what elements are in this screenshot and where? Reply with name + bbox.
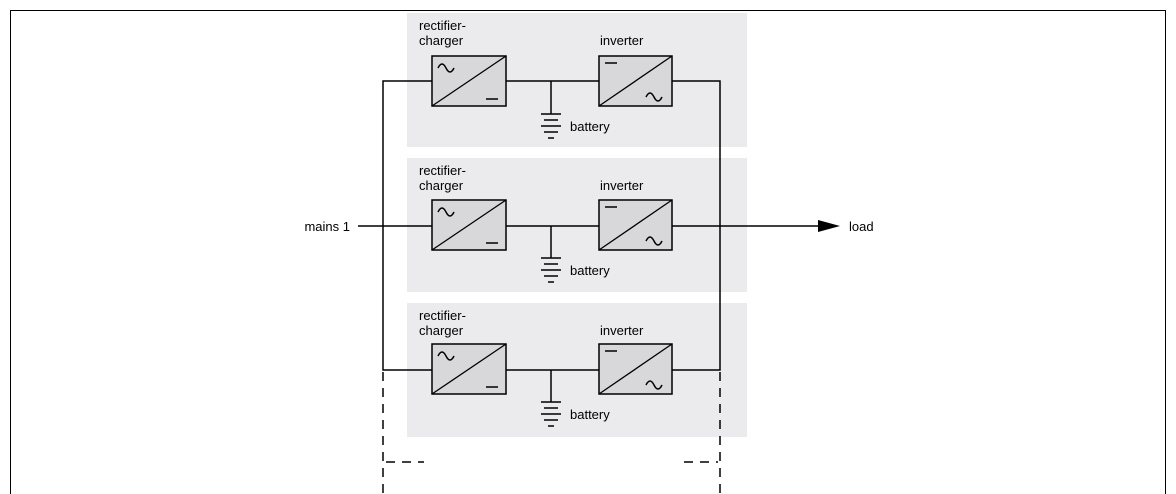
module-1-rectifier-label-line2: charger (419, 33, 464, 48)
module-2: rectifier- charger inverter battery (419, 163, 673, 283)
input-label: mains 1 (304, 219, 350, 234)
module-2-rectifier-charger-block (431, 199, 507, 251)
module-2-inverter-label: inverter (600, 178, 644, 193)
input-bus (358, 80, 432, 494)
module-3: rectifier- charger inverter battery (419, 308, 673, 427)
diagram-frame (10, 10, 1166, 494)
module-3-battery-icon (541, 370, 561, 427)
module-1-battery-label: battery (570, 119, 610, 134)
ac-sine-icon (645, 380, 663, 390)
module-2-rectifier-label-line2: charger (419, 178, 464, 193)
module-1-inverter-block (598, 55, 673, 107)
module-2-battery-icon (541, 226, 561, 283)
module-1-battery-icon (541, 81, 561, 139)
ac-sine-icon (437, 351, 455, 361)
module-2-inverter-block (598, 199, 673, 251)
module-1-rectifier-label-line1: rectifier- (419, 18, 466, 33)
module-3-inverter-block (598, 343, 673, 395)
ac-sine-icon (437, 63, 455, 73)
module-1-inverter-label: inverter (600, 33, 644, 48)
output-bus (672, 80, 840, 494)
module-3-rectifier-label-line1: rectifier- (419, 308, 466, 323)
module-3-rectifier-charger-block (431, 343, 507, 395)
module-1-rectifier-charger-block (431, 55, 507, 107)
output-arrow-icon (818, 220, 840, 232)
ac-sine-icon (437, 207, 455, 217)
output-label: load (849, 219, 874, 234)
module-3-battery-label: battery (570, 407, 610, 422)
module-3-rectifier-label-line2: charger (419, 323, 464, 338)
ac-sine-icon (645, 236, 663, 246)
ac-sine-icon (645, 92, 663, 102)
module-1: rectifier- charger inverter battery (419, 18, 673, 139)
module-2-battery-label: battery (570, 263, 610, 278)
module-3-inverter-label: inverter (600, 323, 644, 338)
module-2-rectifier-label-line1: rectifier- (419, 163, 466, 178)
